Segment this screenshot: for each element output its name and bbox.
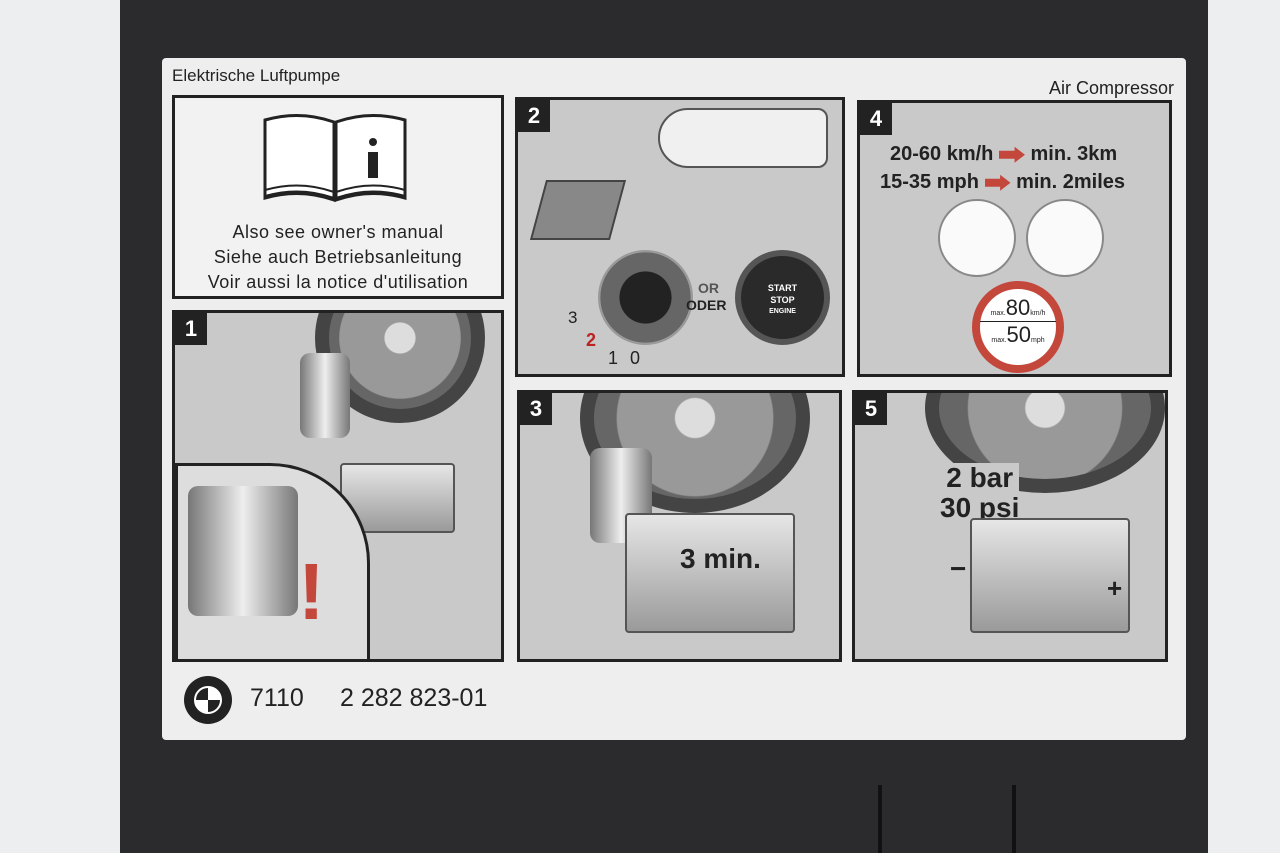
pressure-bar: 2 bar (946, 462, 1014, 493)
title-german: Elektrische Luftpumpe (172, 66, 341, 85)
speed-limit-sign: max.80km/h max.50mph (972, 281, 1064, 373)
compressor-illustration (970, 518, 1130, 633)
speed-mph: 15-35 mph (880, 171, 979, 193)
detail-inset: ! (175, 463, 370, 659)
ignition-lock (598, 250, 693, 345)
step-number: 2 (518, 100, 550, 132)
plus-sign: + (1107, 573, 1123, 603)
step-number: 5 (855, 393, 887, 425)
distance-miles: min. 2miles (1016, 171, 1125, 193)
ignition-pos-2: 2 (586, 330, 597, 350)
step-4-panel: 4 20-60 km/h min. 3km 15-35 mph min. 2mi… (857, 100, 1172, 377)
manual-text-fr: Voir aussi la notice d'utilisation (207, 272, 469, 292)
minus-sign: − (950, 553, 967, 584)
warning-icon: ! (298, 547, 325, 636)
pressure-psi: 30 psi (940, 492, 1020, 523)
bmw-logo (184, 676, 232, 724)
sign-kmh-unit: km/h (1030, 310, 1046, 317)
ignition-pos-1: 1 (608, 348, 619, 368)
start-stop-button: START STOP ENGINE (735, 250, 830, 345)
step-3-panel: 3 3 min. (517, 390, 842, 662)
oder-text: ODER (686, 297, 727, 313)
sign-mph-unit: mph (1031, 337, 1045, 344)
compressor-illustration (625, 513, 795, 633)
step-number: 1 (175, 313, 207, 345)
manual-panel: Also see owner's manual Siehe auch Betri… (172, 95, 504, 299)
stop-label: STOP (770, 295, 795, 305)
sealant-bottle (300, 353, 350, 438)
distance-km: min. 3km (1030, 143, 1118, 165)
arrow-icon (998, 146, 1025, 163)
sign-kmh-value: 80 (1005, 295, 1031, 320)
part-number-prefix: 7110 (250, 684, 304, 712)
power-socket (529, 180, 627, 240)
inflate-time: 3 min. (680, 543, 761, 574)
speed-kmh: 20-60 km/h (890, 143, 994, 165)
hand-plug-illustration (658, 108, 828, 168)
sign-mph-value: 50 (1006, 322, 1032, 347)
case-slot (878, 785, 882, 853)
step-1-panel: 1 ! (172, 310, 504, 662)
sign-max: max. (990, 310, 1006, 317)
step-number: 3 (520, 393, 552, 425)
manual-text-de: Siehe auch Betriebsanleitung (213, 247, 463, 267)
manual-text-en: Also see owner's manual (232, 222, 444, 242)
ignition-pos-0: 0 (630, 348, 641, 368)
instruction-label: Elektrische Luftpumpe Air Compressor Als… (162, 58, 1186, 740)
engine-label: ENGINE (769, 308, 796, 315)
or-text: OR (698, 280, 719, 296)
ignition-pos-3: 3 (568, 308, 578, 327)
part-number: 2 282 823-01 (340, 684, 488, 712)
sealant-bottle-closeup (188, 486, 298, 616)
title-english: Air Compressor (1048, 78, 1174, 98)
speedometer (938, 199, 1016, 277)
tachometer (1026, 199, 1104, 277)
case-slot (1012, 785, 1016, 853)
arrow-icon (984, 174, 1011, 191)
book-info-icon (263, 113, 407, 203)
start-label: START (767, 283, 798, 293)
sign-max: max. (991, 337, 1007, 344)
step-2-panel: 2 3 2 1 0 OR ODER START STOP ENGINE (515, 97, 845, 377)
step-number: 4 (860, 103, 892, 135)
